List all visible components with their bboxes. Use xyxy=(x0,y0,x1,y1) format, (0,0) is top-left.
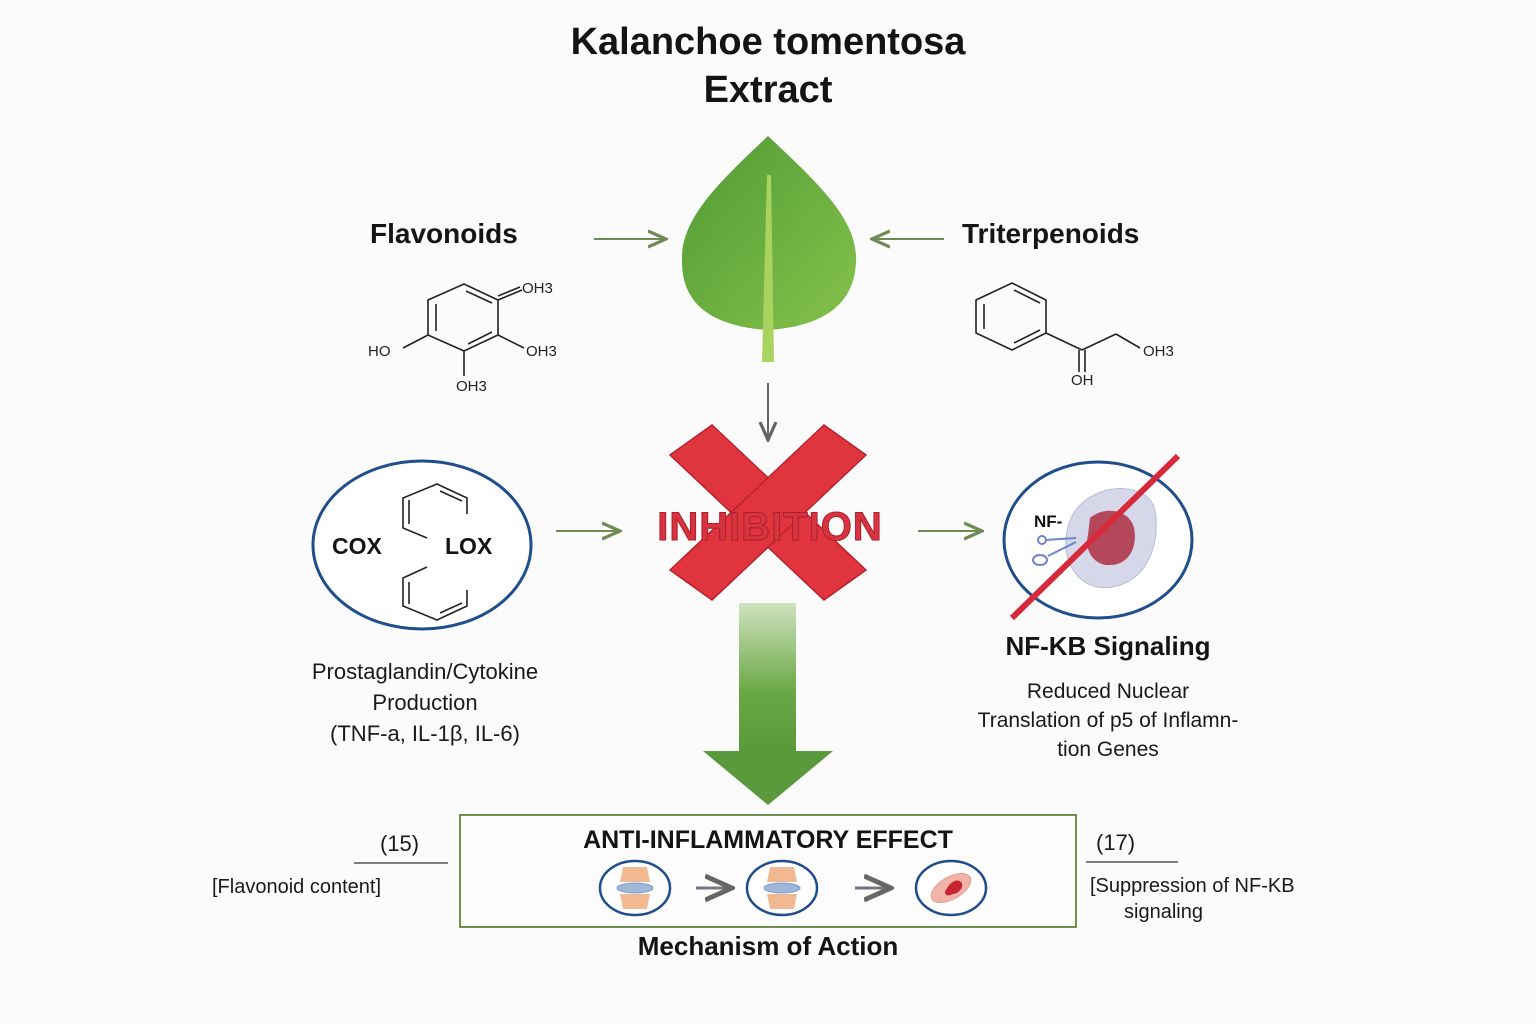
cytokine-line-2: Production xyxy=(372,690,478,715)
cox-lox-structure-icon xyxy=(402,483,468,621)
joint-icon xyxy=(598,859,672,917)
inflamed-cell-icon xyxy=(914,859,988,917)
nfkb-line-1: Reduced Nuclear xyxy=(1026,680,1190,703)
triterpenoids-label: Triterpenoids xyxy=(962,218,1140,249)
diagram-title: Kalanchoe tomentosa Extract xyxy=(0,18,1536,114)
cox-label: COX xyxy=(332,533,382,559)
effect-icons xyxy=(598,859,988,917)
nfkb-line-3: tion Genes xyxy=(1057,738,1159,761)
ref-left-text: [Flavonoid content] xyxy=(212,876,381,898)
flavonoid-group-1: OH3 xyxy=(522,280,553,297)
blocked-cell-icon xyxy=(1009,453,1181,621)
lox-label: LOX xyxy=(445,533,493,559)
flavonoid-group-2: HO xyxy=(368,343,391,360)
ref-right-text: [Suppression of NF-KB signaling xyxy=(1090,873,1380,925)
flavonoids-label: Flavonoids xyxy=(370,218,518,249)
inhibition-label: INHIBITION xyxy=(657,505,883,550)
nfkb-line-2: Translation of p5 of Inflamn- xyxy=(977,709,1239,732)
nf-icon-label: NF- xyxy=(1034,512,1063,531)
ref-left-number: (15) xyxy=(380,831,420,856)
cox-lox-circle xyxy=(311,459,533,631)
cytokine-line-1: Prostaglandin/Cytokine xyxy=(311,659,539,684)
triterpenoid-group-2: OH xyxy=(1071,372,1094,389)
flavonoid-group-4: OH3 xyxy=(456,378,487,395)
triterpenoid-structure-icon xyxy=(975,282,1141,372)
flavonoid-structure-icon xyxy=(402,283,525,376)
ref-right-line-2: signaling xyxy=(1124,901,1203,923)
flavonoid-group-3: OH3 xyxy=(526,343,557,360)
triterpenoid-group-1: OH3 xyxy=(1143,343,1174,360)
title-line-2: Extract xyxy=(703,69,833,111)
anti-inflammatory-effect-box: ANTI-INFLAMMATORY EFFECT xyxy=(459,814,1077,928)
leaf-icon xyxy=(681,136,857,362)
red-x-icon xyxy=(668,424,868,601)
nfkb-heading: NF-KB Signaling xyxy=(1005,631,1211,661)
nfkb-description: Reduced Nuclear Translation of p5 of Inf… xyxy=(930,677,1286,764)
title-line-1: Kalanchoe tomentosa xyxy=(570,21,966,63)
cytokine-line-3: (TNF-a, IL-1β, IL-6) xyxy=(330,721,520,746)
big-down-arrow xyxy=(703,603,833,805)
mechanism-caption: Mechanism of Action xyxy=(637,931,899,961)
joint-icon xyxy=(745,859,819,917)
ref-right-number: (17) xyxy=(1096,830,1136,855)
cytokine-description: Prostaglandin/Cytokine Production (TNF-a… xyxy=(230,656,620,749)
ref-right-line-1: [Suppression of NF-KB xyxy=(1090,875,1295,897)
effect-title: ANTI-INFLAMMATORY EFFECT xyxy=(583,826,953,854)
